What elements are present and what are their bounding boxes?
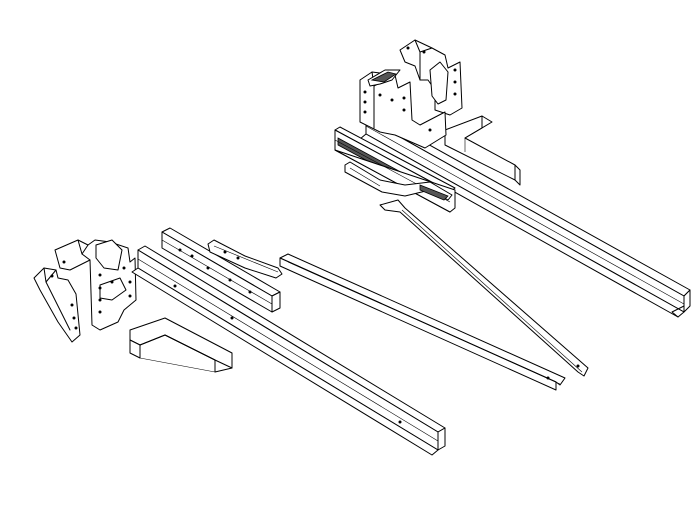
- exploded-frame-assembly-lower: [33, 227, 566, 456]
- upper-side-plate-rear: [399, 39, 463, 116]
- upper-side-plate-front: [359, 69, 447, 149]
- lower-vertical-side-plate: [54, 239, 137, 331]
- upper-gusset-bracket: [444, 115, 521, 186]
- upper-long-channel-rail: [359, 112, 691, 318]
- lower-long-channel-rail: [131, 245, 446, 456]
- lower-left-bracket-plate: [33, 267, 81, 343]
- upper-diagonal-brace-plate: [344, 161, 453, 201]
- lower-l-angle-bracket: [129, 317, 233, 373]
- lower-short-channel: [161, 227, 281, 313]
- upper-diagonal-strut: [379, 199, 589, 377]
- lower-diagonal-brace-strip: [207, 239, 283, 279]
- exploded-frame-assembly-upper: [334, 39, 691, 377]
- lower-long-strut: [279, 253, 566, 391]
